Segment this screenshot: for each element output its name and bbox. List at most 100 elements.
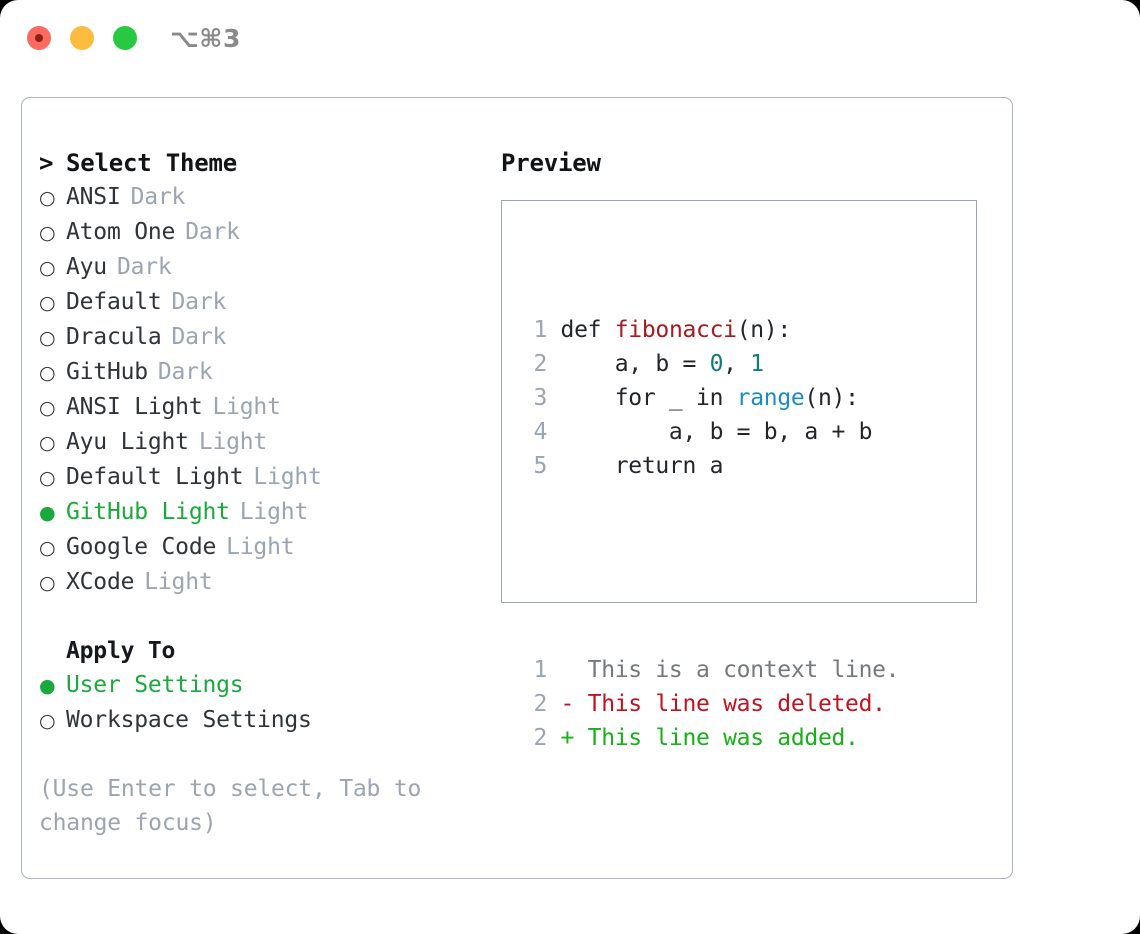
theme-option-kind: Light xyxy=(253,464,322,490)
diff-sample: 1 This is a context line.2 - This line w… xyxy=(521,653,899,755)
theme-option-kind: Dark xyxy=(171,324,227,350)
radio-unselected-icon: ○ xyxy=(39,257,56,279)
code-token: This is a context line. xyxy=(547,657,900,683)
theme-option-name: Ayu xyxy=(66,254,107,280)
code-line: 3 for _ in range(n): xyxy=(521,381,899,415)
traffic-light-buttons xyxy=(27,26,137,50)
diff-line: 1 This is a context line. xyxy=(521,653,899,687)
apply-to-option-name: Workspace Settings xyxy=(66,707,312,733)
theme-option-name: Ayu Light xyxy=(66,429,189,455)
line-number: 5 xyxy=(533,453,547,479)
code-line: 5 return a xyxy=(521,449,899,483)
radio-selected-icon: ● xyxy=(39,675,56,697)
code-token: (n): xyxy=(736,317,792,343)
line-number: 2 xyxy=(533,691,547,717)
theme-option-kind: Light xyxy=(144,569,213,595)
code-blank-line xyxy=(521,551,899,585)
radio-unselected-icon: ○ xyxy=(39,432,56,454)
apply-to-heading: Apply To xyxy=(66,638,176,664)
theme-option-github[interactable]: ○ GitHub Dark xyxy=(39,355,489,390)
zoom-window-button[interactable] xyxy=(113,26,137,50)
code-token: a, b = xyxy=(547,351,710,377)
theme-option-kind: Dark xyxy=(116,254,172,280)
theme-option-name: Atom One xyxy=(66,219,176,245)
code-token: (n): xyxy=(804,385,859,411)
radio-unselected-icon: ○ xyxy=(39,362,56,384)
code-line: 4 a, b = b, a + b xyxy=(521,415,899,449)
minimize-window-button[interactable] xyxy=(70,26,94,50)
select-theme-heading: > Select Theme xyxy=(39,146,489,180)
apply-to-option-workspace-settings[interactable]: ○Workspace Settings xyxy=(39,703,489,738)
theme-option-google-code[interactable]: ○ Google Code Light xyxy=(39,530,489,565)
theme-option-kind: Light xyxy=(212,394,281,420)
theme-option-name: Default xyxy=(66,289,162,315)
keyboard-shortcut-label: ⌥⌘3 xyxy=(170,24,241,53)
code-token: fibonacci xyxy=(614,317,737,343)
code-token: 0 xyxy=(709,351,724,377)
apply-to-options-list[interactable]: ●User Settings○Workspace Settings xyxy=(39,668,489,738)
theme-option-kind: Dark xyxy=(130,184,186,210)
theme-option-xcode[interactable]: ○ XCode Light xyxy=(39,565,489,600)
theme-option-name: GitHub xyxy=(66,359,148,385)
close-window-button[interactable] xyxy=(27,26,51,50)
line-number: 1 xyxy=(533,657,547,683)
theme-option-ansi[interactable]: ○ ANSI Dark xyxy=(39,180,489,215)
diff-line: 2 + This line was added. xyxy=(521,721,899,755)
radio-selected-icon: ● xyxy=(39,502,56,524)
code-line: 2 a, b = 0, 1 xyxy=(521,347,899,381)
radio-unselected-icon: ○ xyxy=(39,292,56,314)
line-number: 2 xyxy=(533,351,547,377)
code-token: - This line was deleted. xyxy=(547,691,886,717)
theme-option-kind: Dark xyxy=(185,219,240,245)
diff-line: 2 - This line was deleted. xyxy=(521,687,899,721)
theme-option-kind: Dark xyxy=(157,359,213,385)
theme-option-name: XCode xyxy=(66,569,135,595)
code-token: , xyxy=(723,351,751,377)
section-spacer xyxy=(39,600,489,634)
radio-unselected-icon: ○ xyxy=(39,572,56,594)
code-token: + This line was added. xyxy=(547,725,859,751)
radio-unselected-icon: ○ xyxy=(39,537,56,559)
code-token: for _ in xyxy=(547,385,737,411)
theme-option-name: Default Light xyxy=(66,464,244,490)
theme-option-ayu[interactable]: ○ Ayu Dark xyxy=(39,250,489,285)
radio-unselected-icon: ○ xyxy=(39,327,56,349)
code-token: def xyxy=(547,317,615,343)
radio-unselected-icon: ○ xyxy=(39,187,56,209)
theme-option-name: ANSI xyxy=(66,184,121,210)
apply-to-option-user-settings[interactable]: ●User Settings xyxy=(39,668,489,703)
theme-option-github-light[interactable]: ● GitHub Light Light xyxy=(39,495,489,530)
code-token: return a xyxy=(547,453,724,479)
theme-option-name: GitHub Light xyxy=(66,499,230,525)
theme-option-kind: Light xyxy=(239,499,309,525)
theme-option-kind: Light xyxy=(226,534,295,560)
theme-option-name: Dracula xyxy=(66,324,162,350)
theme-option-kind: Dark xyxy=(171,289,227,315)
code-token: range xyxy=(736,385,805,411)
line-number: 2 xyxy=(533,725,547,751)
code-token: a, b = b, a + b xyxy=(547,419,873,445)
theme-option-kind: Light xyxy=(198,429,268,455)
theme-option-default-light[interactable]: ○ Default Light Light xyxy=(39,460,489,495)
theme-option-dracula[interactable]: ○ Dracula Dark xyxy=(39,320,489,355)
select-theme-heading-label: Select Theme xyxy=(66,149,237,177)
theme-option-name: Google Code xyxy=(66,534,217,560)
prompt-caret-icon: > xyxy=(39,149,54,177)
code-line: 1 def fibonacci(n): xyxy=(521,313,899,347)
radio-unselected-icon: ○ xyxy=(39,467,56,489)
code-token: 1 xyxy=(750,351,764,377)
title-bar: ⌥⌘3 xyxy=(0,0,1140,78)
theme-option-ayu-light[interactable]: ○ Ayu Light Light xyxy=(39,425,489,460)
theme-option-default[interactable]: ○ Default Dark xyxy=(39,285,489,320)
preview-pane: Preview 1 def fibonacci(n):2 a, b = 0, 1… xyxy=(501,146,991,751)
line-number: 3 xyxy=(533,385,547,411)
radio-unselected-icon: ○ xyxy=(39,397,56,419)
